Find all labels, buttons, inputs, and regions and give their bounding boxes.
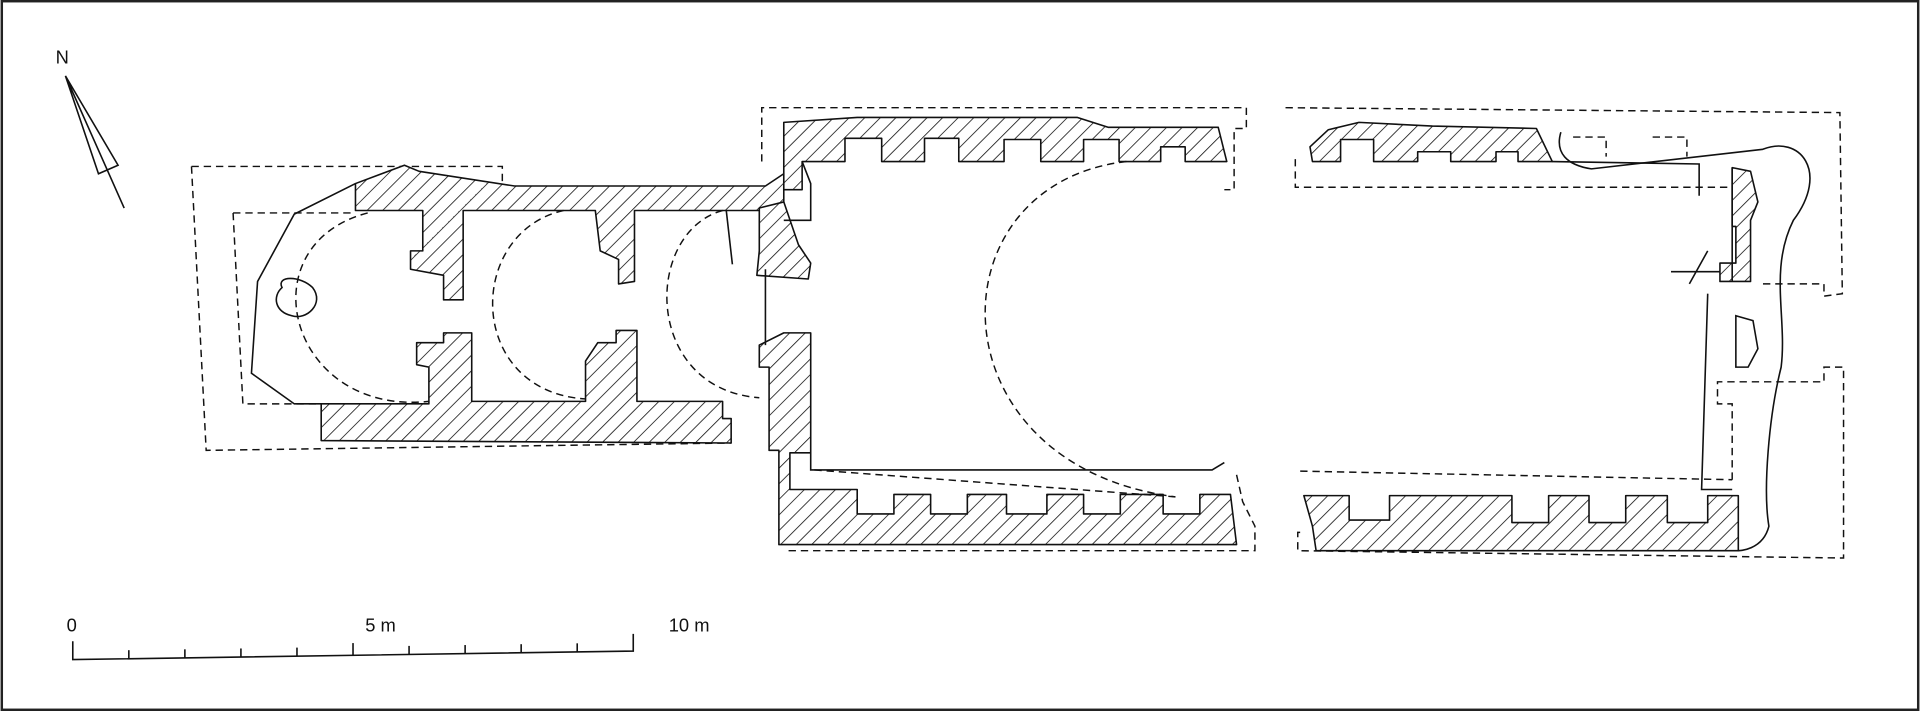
north-wall [1309,121,1554,163]
apse-2 [492,209,586,400]
south-wall [320,329,732,444]
apse-main [984,160,1176,498]
scale-ticks [128,643,579,659]
west-rooms [190,164,812,452]
outline-trace [1285,106,1844,297]
south-trace [783,469,1256,552]
east-wall [1719,166,1759,283]
rock-edge [250,182,356,405]
pier [756,201,812,280]
crack [1671,250,1720,285]
outline-trace [761,106,1248,191]
north-arrow-icon [64,75,125,209]
inner-edge [1552,160,1733,491]
boulder [275,277,318,318]
east-hall [1285,106,1845,559]
north-wall [354,164,785,301]
fragment [1735,314,1759,368]
scale-label-10m: 10 m [669,614,710,635]
north-wall [782,116,1228,191]
south-wall [758,332,1238,546]
north-label: N [56,47,69,68]
crack [725,210,734,265]
scale-label-0: 0 [67,614,77,635]
inner-edge [764,161,1225,471]
north-arrow: N [56,47,125,209]
scale-bar: 0 5 m 10 m [67,614,710,661]
central-hall [758,106,1256,552]
outline-trace [190,165,732,452]
south-wall [1303,494,1740,552]
apse-3 [666,209,760,399]
apse-1 [295,212,429,404]
inner-trace [232,212,429,405]
rock-edge [1558,131,1811,552]
scale-label-5m: 5 m [365,614,396,635]
